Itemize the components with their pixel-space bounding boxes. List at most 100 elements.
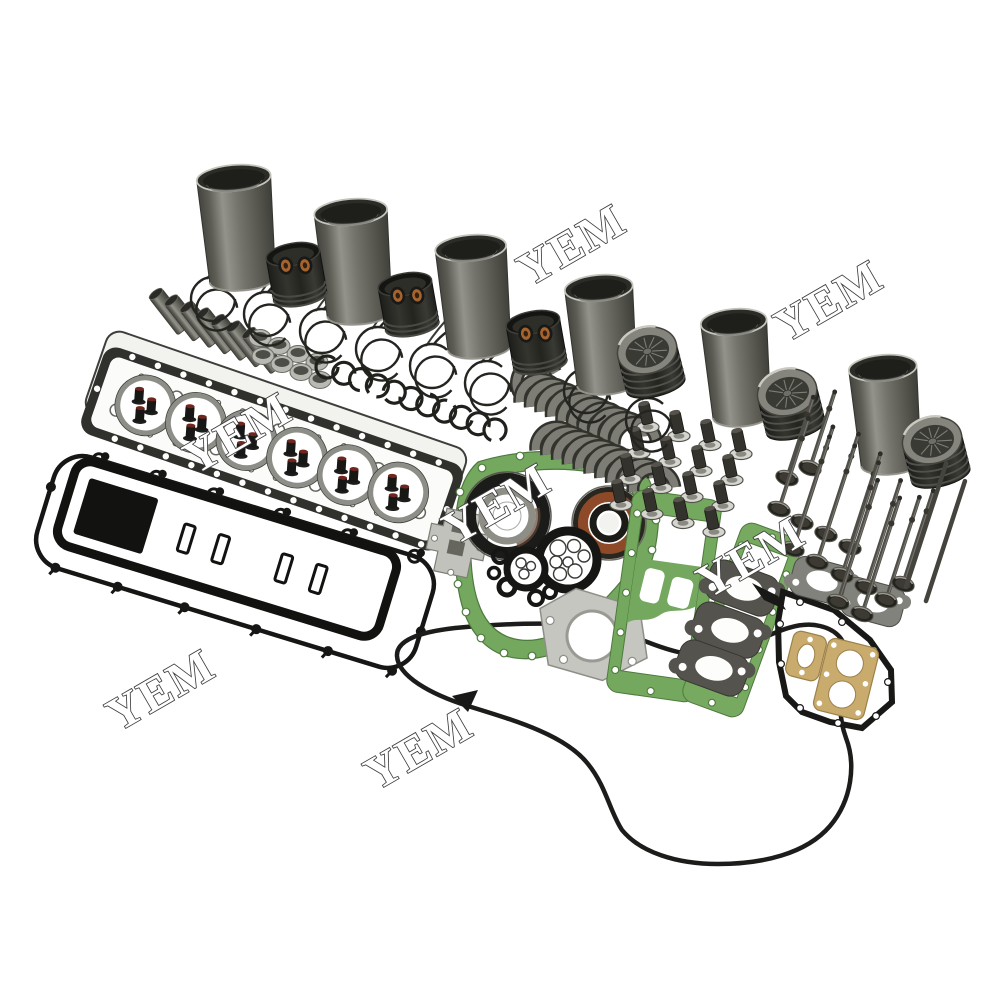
push-rod (923, 478, 968, 604)
valve-stem-seal (720, 453, 744, 487)
snap-ring (314, 354, 340, 380)
cylinder-liner (434, 233, 512, 360)
valve-seal-on-gasket (346, 467, 361, 485)
valve-seal-on-gasket (334, 456, 348, 475)
piston-crown (616, 325, 686, 399)
valve-stem-seal (658, 435, 682, 469)
seal-cap (704, 505, 720, 531)
cover-gasket-tan (812, 637, 880, 721)
valve-seal-on-gasket (232, 421, 247, 440)
seal-cap (731, 427, 747, 453)
cylinder-head-gasket (81, 330, 468, 551)
valve-stem-seal (680, 470, 704, 504)
valve-seal-on-gasket (131, 386, 146, 405)
valve-seal-on-gasket (396, 484, 411, 503)
valve-seal-on-gasket (384, 473, 399, 492)
layer-hardware (148, 163, 971, 623)
snap-ring (348, 367, 374, 393)
snap-ring (398, 385, 424, 412)
valve-head (798, 459, 822, 477)
engine-valve (798, 389, 838, 477)
layer-rubber-gaskets (33, 452, 437, 679)
cylinder-liner (195, 163, 277, 292)
valve-stem-seal (702, 505, 726, 539)
seal-cap (673, 496, 689, 522)
cylinder-bore-opening (165, 392, 227, 454)
exhaust-port-gasket (698, 559, 786, 617)
engine-valve (850, 495, 903, 623)
valve-stem-seal (689, 444, 713, 478)
crankshaft-front-seal (462, 471, 552, 561)
seal-cap (620, 452, 636, 478)
valve-head (826, 593, 850, 611)
valve-head (874, 591, 898, 609)
snap-ring (381, 379, 407, 405)
seal-cap (611, 478, 627, 504)
seal-cap (651, 461, 667, 487)
seal-cap (642, 487, 658, 513)
cylinder-liner (313, 197, 393, 326)
valve-cover-gasket (52, 457, 402, 641)
piston-underside (377, 271, 440, 338)
valve-stem-seal (729, 427, 753, 461)
seal-cap (713, 479, 729, 505)
push-rod (903, 461, 949, 590)
exhaust-port-gasket (668, 639, 756, 697)
valve-seal-on-gasket (385, 493, 400, 512)
engine-valve (854, 478, 904, 596)
valve-seal-on-gasket (283, 439, 298, 457)
valve-seal-on-gasket (284, 458, 299, 477)
seal-cap (691, 444, 707, 470)
valve-seal-on-gasket (182, 404, 197, 423)
engine-valve (826, 477, 880, 611)
valve-stem-seal (609, 478, 633, 512)
watermark-text: YEM (766, 250, 892, 353)
piston-underside (265, 241, 328, 308)
valve-stem-seal (640, 487, 664, 521)
valve-seal-on-gasket (334, 475, 349, 494)
valve-seal-on-gasket (194, 414, 209, 433)
lifter-cup (308, 371, 332, 389)
valve-seal-on-gasket (245, 432, 260, 451)
cylinder-bore-opening (114, 374, 177, 437)
snap-ring (432, 398, 458, 424)
seal-cap (700, 418, 716, 444)
valve-seal-on-gasket (295, 449, 310, 468)
engine-valve (805, 443, 858, 571)
valve-head (781, 540, 805, 558)
thermostat-gasket-tan (785, 630, 827, 682)
seal-cap (638, 400, 654, 426)
valve-seal-on-gasket (132, 406, 147, 424)
cylinder-bore-opening (266, 426, 328, 489)
piston-underside (505, 309, 568, 376)
engine-valve (767, 416, 811, 518)
piston-ring-set (242, 261, 297, 347)
valve-seal-on-gasket (233, 440, 248, 459)
watermark-text: YEM (356, 698, 482, 801)
snap-ring (448, 404, 474, 430)
lifter-cup (286, 345, 310, 363)
valve-head (805, 553, 829, 571)
lifter-cup (251, 347, 275, 365)
valve-stem-seal (618, 452, 642, 486)
lifter-cup (270, 355, 294, 373)
layer-seals-and-orings (425, 447, 661, 682)
snap-ring (415, 392, 441, 418)
valve-head (850, 605, 874, 623)
seal-cap (660, 435, 676, 461)
exhaust-port-gasket (684, 601, 772, 659)
piston-crown (901, 415, 971, 489)
cylinder-bore-opening (367, 461, 429, 524)
watermark-text: YEM (98, 639, 224, 742)
valve-stem-seal (711, 479, 735, 513)
snap-ring (482, 417, 508, 443)
valve-stem-seal (698, 418, 722, 452)
engine-valve (781, 434, 832, 558)
seal-cap (682, 470, 698, 496)
o-ring-set (486, 526, 602, 607)
valve-stem-seal (671, 496, 695, 530)
seal-cap (722, 453, 738, 479)
valve-seal-on-gasket (143, 397, 158, 416)
valve-seal-on-gasket (183, 423, 197, 442)
